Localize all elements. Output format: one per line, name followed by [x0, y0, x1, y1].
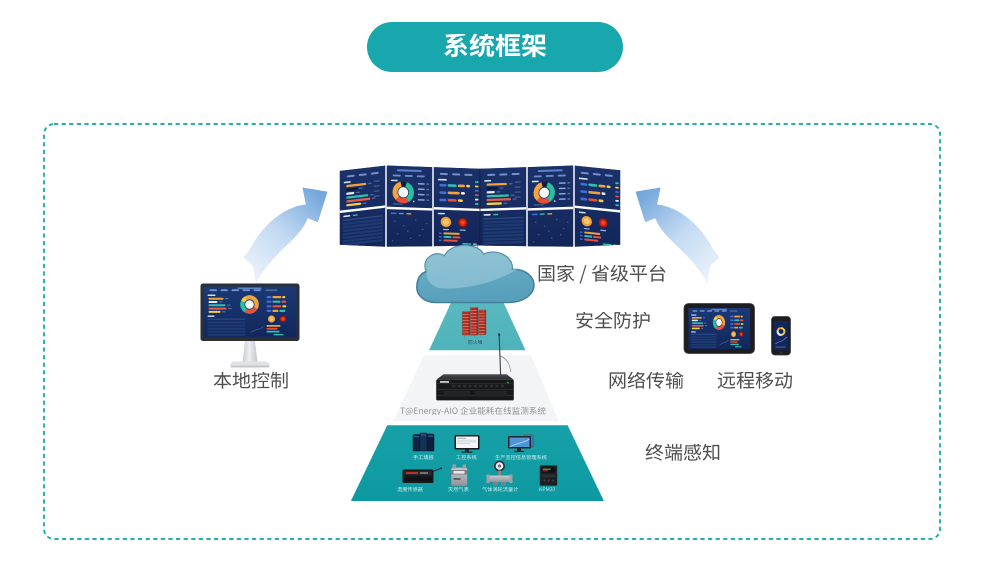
- device-label-production-monitor-glyphs: [494, 454, 547, 460]
- local-label-glyphs: [213, 370, 288, 389]
- network-label: 网络传输: [608, 370, 684, 391]
- device-label-temp-sensor-glyphs: [396, 486, 423, 492]
- cloud-icon: [416, 244, 535, 304]
- device-label-gas-meter-glyphs: [448, 486, 469, 492]
- network-label-glyphs: [609, 370, 684, 389]
- firewall-label: 防火墙: [468, 339, 482, 345]
- local-monitor-stand: [242, 341, 258, 362]
- title-badge: 系统框架: [366, 21, 623, 72]
- remote-label-glyphs: [717, 370, 792, 389]
- security-label-glyphs: [576, 310, 650, 329]
- security-label: 安全防护: [575, 310, 651, 331]
- terminal-label: 终端感知: [645, 442, 721, 463]
- terminal-label-glyphs: [645, 442, 720, 461]
- firewall-label-glyphs: [468, 339, 482, 345]
- device-label-power-meter-glyphs: [539, 487, 556, 492]
- diagram-frame: [43, 123, 941, 540]
- gateway-label: T@Energy-AIO 企业能耗在线监测系统: [400, 406, 546, 416]
- device-label-temp-sensor: 温度传感器: [396, 486, 423, 492]
- device-label-gas-meter: 天然气表: [448, 486, 469, 492]
- platform-label-glyphs: [538, 263, 666, 284]
- device-flow-meter-icon: [486, 460, 513, 486]
- firewall-icon: [462, 307, 487, 338]
- device-gas-meter-icon: [450, 464, 468, 487]
- device-temp-sensor-icon: [402, 467, 443, 483]
- arrow-right-icon: [635, 187, 720, 283]
- remote-devices: [683, 303, 791, 356]
- device-label-manual-report: 手工填报: [413, 454, 434, 460]
- device-label-manual-report-glyphs: [413, 454, 434, 460]
- tablet-icon: [683, 303, 755, 354]
- phone-icon: [771, 316, 791, 356]
- device-scada-icon: [454, 435, 480, 453]
- local-monitor: [200, 283, 300, 368]
- device-power-meter-icon: [539, 465, 558, 486]
- device-label-flow-meter: 气体涡轮流量计: [482, 486, 519, 492]
- remote-label: 远程移动: [717, 370, 793, 391]
- device-production-monitor-icon: [508, 434, 534, 452]
- gateway-label-glyphs: [400, 406, 546, 416]
- device-label-production-monitor: 生产监控信息管理系统: [494, 454, 547, 460]
- device-manual-report-icon: [412, 432, 435, 452]
- pyramid: [350, 245, 604, 501]
- arrow-left-icon: [243, 187, 328, 283]
- device-label-scada: 工控系统: [456, 454, 477, 460]
- local-label: 本地控制: [213, 370, 289, 391]
- gateway-server-icon: [436, 333, 514, 401]
- badge-title-glyphs: [443, 33, 546, 57]
- device-label-power-meter: KPM37: [539, 487, 556, 492]
- device-label-flow-meter-glyphs: [482, 486, 519, 492]
- device-icons: [402, 432, 558, 487]
- platform-label: 国家 / 省级平台: [537, 263, 667, 284]
- device-label-scada-glyphs: [456, 454, 477, 460]
